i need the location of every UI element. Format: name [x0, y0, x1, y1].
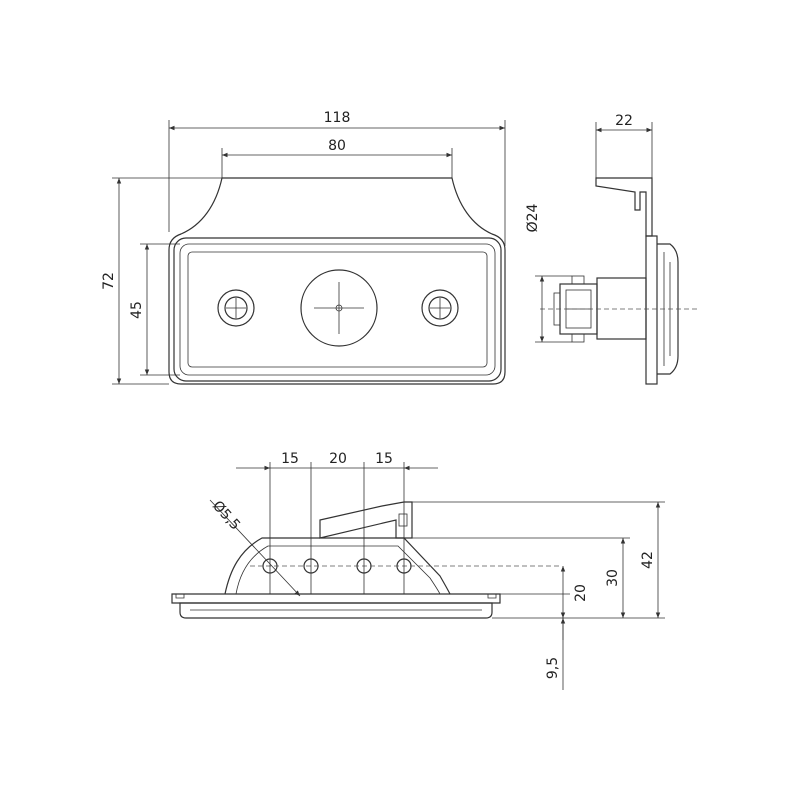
side-view: 22 Ø24 — [525, 113, 700, 385]
dim-118-label: 118 — [324, 110, 351, 126]
front-view: 118 80 72 45 — [101, 110, 506, 385]
dim-72-label: 72 — [101, 272, 117, 290]
dim-22-label: 22 — [615, 113, 633, 129]
dim-height-lens: 45 — [129, 243, 180, 376]
bottom-view: 15 20 15 Ø5,5 42 30 20 9,5 — [171, 451, 665, 690]
dim-45-label: 45 — [129, 301, 145, 319]
dim-vertical-right: 42 30 20 9,5 — [404, 501, 665, 690]
dim-diameter-label: Ø24 — [525, 203, 541, 232]
dim-width-overall: 118 — [168, 110, 506, 246]
dim-height-overall: 72 — [101, 177, 222, 385]
dim-20v-label: 20 — [573, 584, 589, 602]
dim-hole-spacing: 15 20 15 — [236, 451, 438, 594]
dim-hole-diameter-label: Ø5,5 — [209, 498, 243, 533]
dim-15a-label: 15 — [281, 451, 299, 467]
dim-42-label: 42 — [640, 551, 656, 569]
right-mount-hole — [421, 289, 459, 327]
dim-30-label: 30 — [605, 569, 621, 587]
dim-80-label: 80 — [328, 138, 346, 154]
dim-width-top: 80 — [221, 138, 453, 178]
dim-hole-diameter: Ø5,5 — [209, 498, 301, 597]
left-mount-hole — [217, 289, 255, 327]
dim-diameter: Ø24 — [525, 203, 572, 343]
dim-20-label: 20 — [329, 451, 347, 467]
center-lamp — [300, 269, 378, 347]
dim-depth: 22 — [595, 113, 653, 178]
dim-15b-label: 15 — [375, 451, 393, 467]
dim-9-5-label: 9,5 — [545, 657, 561, 679]
